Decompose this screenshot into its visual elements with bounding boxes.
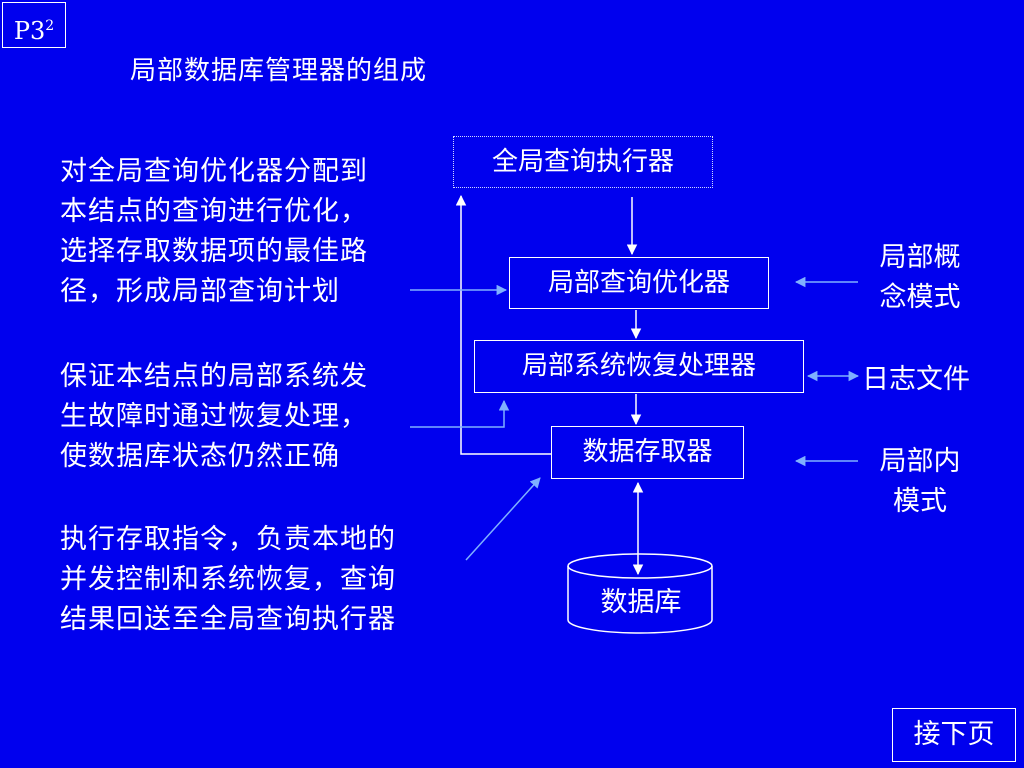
pointer-accessor-description (465, 477, 541, 561)
description-recovery: 保证本结点的局部系统发 生故障时通过恢复处理， 使数据库状态仍然正确 (60, 361, 368, 472)
next-page-button[interactable]: 接下页 (892, 708, 1016, 762)
page-tag-text: P3 (13, 17, 46, 45)
page-tag: P32 (2, 2, 66, 48)
node-global-query-executor: 全局查询执行器 (453, 136, 713, 188)
description-accessor: 执行存取指令，负责本地的 并发控制和系统恢复，查询 结果回送至全局查询执行器 (60, 524, 396, 635)
node-local-query-optimizer: 局部查询优化器 (509, 257, 769, 309)
pointer-recovery-description (410, 399, 510, 428)
label-local-internal-schema: 局部内 模式 (879, 446, 961, 517)
slide-title: 局部数据库管理器的组成 (130, 56, 428, 86)
description-optimizer: 对全局查询优化器分配到 本结点的查询进行优化， 选择存取数据项的最佳路 径，形成… (60, 156, 368, 307)
node-local-recovery-processor: 局部系统恢复处理器 (474, 340, 804, 393)
label-local-conceptual-schema: 局部概 念模式 (879, 242, 961, 313)
page-tag-superscript: 2 (45, 18, 55, 34)
label-log-file: 日志文件 (862, 364, 970, 395)
arrow-accessor-to-executor (455, 194, 551, 455)
node-database: 数据库 (600, 587, 682, 618)
node-data-accessor: 数据存取器 (551, 426, 744, 479)
